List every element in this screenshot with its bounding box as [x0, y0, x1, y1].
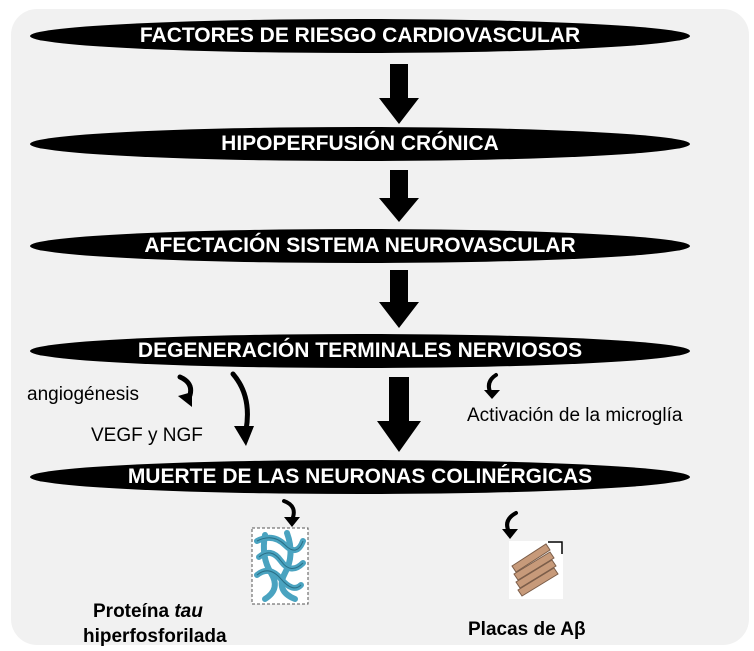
vegf-ngf-label: VEGF y NGF [91, 425, 203, 446]
curl-arrow-icon [230, 371, 254, 446]
down-arrow-icon [379, 270, 419, 328]
tau-protein-illustration [251, 527, 309, 605]
microglia-label: Activación de la microglía [467, 405, 683, 426]
abeta-label: Placas de Aβ [468, 619, 586, 640]
step-ellipse-2 [30, 127, 690, 161]
curl-arrow-icon [177, 374, 194, 407]
tau-label-line2: hiperfosforilada [83, 626, 227, 647]
curl-arrow-icon [502, 511, 518, 539]
tau-label-line1: Proteína tau [93, 600, 203, 624]
step-label-2: HIPOPERFUSIÓN CRÓNICA [221, 132, 499, 155]
step-label-3: AFECTACIÓN SISTEMA NEUROVASCULAR [144, 234, 576, 257]
step-label-5: MUERTE DE LAS NEURONAS COLINÉRGICAS [127, 465, 593, 488]
step-label-4: DEGENERACIÓN TERMINALES NERVIOSOS [137, 339, 583, 362]
angiogenesis-label: angiogénesis [27, 384, 139, 405]
tau-italic-text: tau [174, 601, 203, 622]
step-ellipse-3 [30, 229, 690, 263]
down-arrow-icon [379, 170, 419, 222]
tau-label-text: Proteína [93, 601, 175, 622]
curl-arrow-icon [282, 499, 300, 527]
step-label-1: FACTORES DE RIESGO CARDIOVASCULAR [139, 24, 581, 47]
step-ellipse-1 [30, 19, 690, 53]
down-arrow-icon [379, 64, 419, 124]
curl-arrow-icon [484, 373, 500, 399]
step-ellipse-5 [30, 460, 690, 494]
down-arrow-icon [377, 377, 421, 452]
amyloid-plaque-illustration [509, 541, 563, 599]
step-ellipse-4 [30, 334, 690, 368]
diagram-panel [11, 9, 749, 645]
